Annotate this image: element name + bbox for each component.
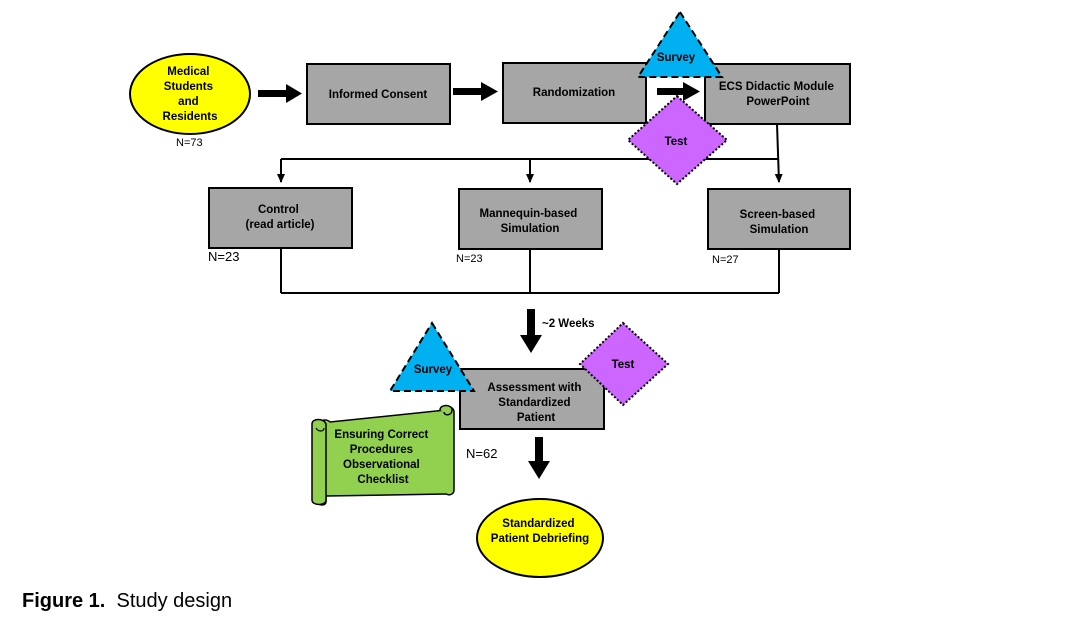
svg-text:Medical Students a: Medical Students and Residents [163,66,218,123]
svg-text:Test: Test [612,359,635,371]
survey-marker-bottom: Survey [388,321,476,392]
svg-text:Screen-based Simulation: Screen-based Simulation [740,209,819,236]
svg-text:Control (read article): Control (read article) [245,204,314,231]
svg-text:Test: Test [665,136,688,148]
svg-text:Survey: Survey [657,52,696,64]
arrow-to-assessment [520,309,542,353]
caption-text: Study design [116,590,233,612]
participants-node: Medical Students and Residents [129,53,251,135]
svg-text:Assessment with Standard: Assessment with Standardized Patient [487,382,584,424]
svg-text:ECS Didactic Module Powe: ECS Didactic Module PowerPoint [719,81,837,108]
ecs-module-node: ECS Didactic Module PowerPoint [704,63,851,125]
screen-count: N=27 [712,254,739,266]
arrow-consent-to-randomization [453,82,498,101]
total-count: N=73 [176,137,203,149]
svg-text:Standardized Patient Deb: Standardized Patient Debriefing [491,518,589,545]
arrow-participants-to-consent [258,84,302,103]
debriefing-node: Standardized Patient Debriefing [476,498,604,578]
assessment-count: N=62 [466,446,497,461]
screen-node: Screen-based Simulation [707,188,851,250]
svg-text:Mannequin-based Simulati: Mannequin-based Simulation [480,208,581,235]
control-count: N=23 [208,249,239,264]
interval-label: ~2 Weeks [542,318,595,330]
survey-marker-top: Survey [636,10,724,78]
consent-node: Informed Consent [306,63,451,125]
mannequin-node: Mannequin-based Simulation [458,188,603,250]
arrow-randomization-to-module [657,82,700,101]
checklist-scroll: Ensuring Correct Procedures Observationa… [311,404,455,506]
mannequin-count: N=23 [456,253,483,265]
svg-text:Survey: Survey [414,364,453,376]
merge-connectors [280,248,780,294]
svg-text:Randomization: Randomization [533,87,615,99]
test-marker-bottom: Test [578,321,670,407]
control-node: Control (read article) [208,187,353,249]
figure-caption: Figure 1. Study design [22,590,232,613]
svg-text:Informed Consent: Informed Consent [329,89,428,101]
randomization-node: Randomization [502,62,647,124]
test-marker-top: Test [626,94,729,186]
svg-text:Ensuring Correct Procedu: Ensuring Correct Procedures Observationa… [334,429,431,486]
caption-label: Figure 1. [22,590,106,612]
assessment-node: Assessment with Standardized Patient [459,368,605,430]
arrow-to-debriefing [528,437,550,479]
